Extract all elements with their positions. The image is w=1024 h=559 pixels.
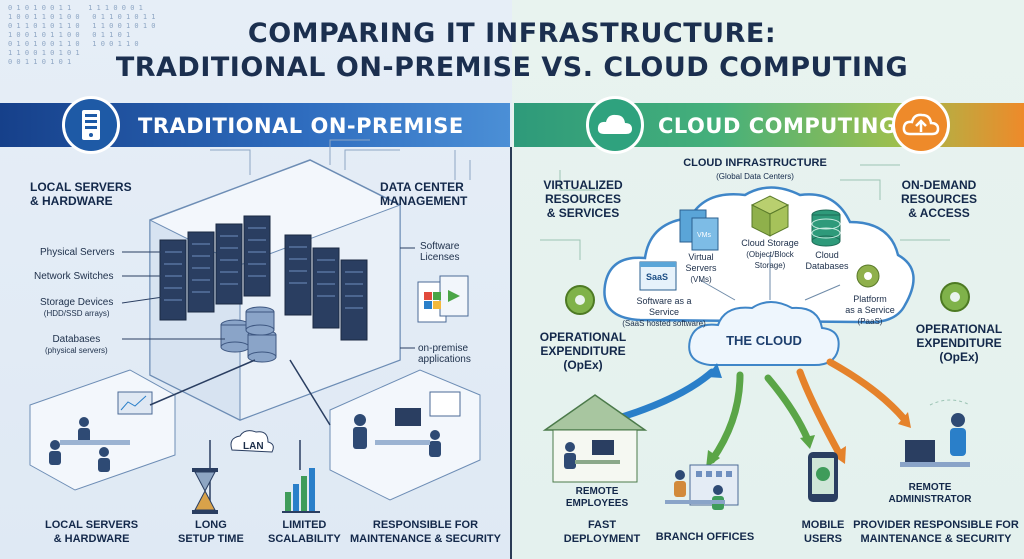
label-local-servers-top: LOCAL SERVERS& HARDWARE <box>30 180 132 208</box>
label-cloud-infrastructure: CLOUD INFRASTRUCTURE(Global Data Centers… <box>683 157 827 181</box>
label-network-switches: Network Switches <box>34 271 114 282</box>
server-icon <box>62 96 120 154</box>
left-banner-title: TRADITIONAL ON-PREMISE <box>138 114 464 138</box>
cloud-icon <box>586 96 644 154</box>
gear-icon <box>856 264 880 288</box>
bar-chart-icon <box>282 468 320 513</box>
saas-icon-label: SaaS <box>646 272 669 282</box>
cloud-upload-icon <box>892 96 950 154</box>
page-title-line2: TRADITIONAL ON-PREMISE VS. CLOUD COMPUTI… <box>115 52 909 83</box>
label-lan: LAN <box>243 441 264 452</box>
label-storage-devices: Storage Devices(HDD/SSD arrays) <box>40 297 114 318</box>
label-physical-servers: Physical Servers <box>40 247 115 258</box>
label-branch-offices: BRANCH OFFICES <box>655 531 755 543</box>
label-local-servers-bottom: LOCAL SERVERS& HARDWARE <box>45 519 139 545</box>
page-title-line1: COMPARING IT INFRASTRUCTURE: <box>247 18 777 49</box>
panel-divider <box>510 147 512 559</box>
label-databases: Databases(physical servers) <box>45 334 108 355</box>
database-icon <box>811 209 841 247</box>
binary-decoration: 0 1 0 1 0 0 1 1 1 1 1 0 0 0 1 1 0 0 1 1 … <box>8 4 156 66</box>
right-banner-title: CLOUD COMPUTING <box>658 114 897 138</box>
smartphone-icon <box>808 452 838 502</box>
label-the-cloud: THE CLOUD <box>726 333 802 348</box>
hourglass-icon <box>192 468 218 514</box>
vms-icon-label: VMs <box>697 232 711 239</box>
